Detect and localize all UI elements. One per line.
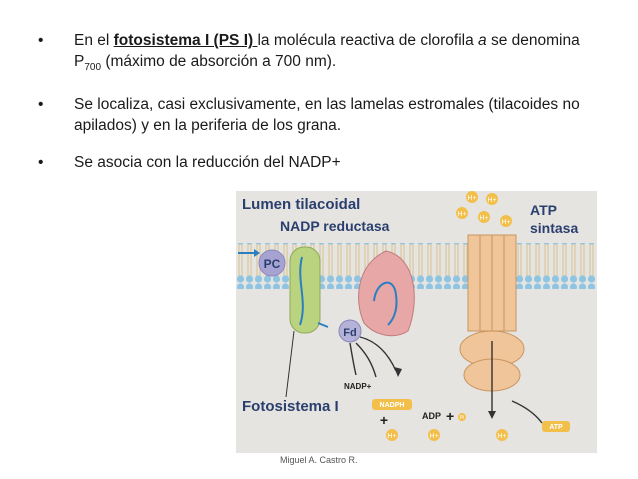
nadph-label: NADPH	[380, 402, 405, 409]
fd-label: Fd	[343, 327, 356, 339]
bullet-text: Se localiza, casi exclusivamente, en las…	[74, 96, 580, 135]
atp-product-label: ATP	[549, 424, 563, 431]
nadp-plus-label: NADP+	[344, 382, 372, 391]
svg-text:H+: H+	[429, 433, 438, 440]
svg-text:H+: H+	[387, 433, 396, 440]
fd-protein	[338, 319, 362, 343]
text-span: se denomina P	[74, 32, 580, 70]
diagram-svg: H+ H+ H+ H+ H+ Lumen tilacoidal NADP red…	[236, 191, 597, 453]
nadp-reductasa-label: NADP reductasa	[280, 218, 390, 234]
bullet-list: • En el fotosistema I (PS I) la molécula…	[38, 30, 598, 189]
bullet-text: Se asocia con la reducción del NADP+	[74, 154, 341, 172]
bullet-item-1: • En el fotosistema I (PS I) la molécula…	[38, 30, 598, 78]
photosystem-i-complex	[289, 246, 321, 334]
atp-badge	[542, 421, 570, 432]
fotosistema-label: Fotosistema I	[242, 398, 339, 415]
pc-label: PC	[264, 257, 281, 271]
bullet-symbol: •	[38, 32, 44, 49]
svg-text:H+: H+	[467, 195, 476, 202]
text-span: la molécula reactiva de clorofila	[257, 32, 479, 49]
bold-underlined-term: fotosistema I (PS I)	[113, 32, 258, 49]
svg-text:H+: H+	[457, 211, 466, 218]
italic-term: a	[478, 32, 487, 49]
text-span: (máximo de absorción a 700 nm).	[101, 53, 337, 70]
plus-sign: +	[380, 412, 388, 428]
text-span: En el	[74, 32, 114, 49]
atp-sintasa-label-1: ATP	[530, 202, 557, 218]
h-plus-cluster-top: H+ H+ H+ H+ H+	[456, 191, 512, 227]
svg-text:H+: H+	[501, 219, 510, 226]
pc-protein	[258, 249, 286, 277]
lumen-label: Lumen tilacoidal	[242, 196, 360, 213]
pi-label: Pi	[460, 415, 464, 421]
footer-credit: Miguel A. Castro R.	[280, 455, 358, 465]
nadp-reductasa-complex	[358, 250, 415, 337]
nadph-badge	[372, 399, 412, 410]
atp-sintasa-complex	[459, 234, 525, 419]
adp-label: ADP	[422, 411, 441, 421]
bullet-symbol: •	[38, 96, 44, 114]
subscript: 700	[84, 62, 102, 74]
photosystem-diagram: H+ H+ H+ H+ H+ Lumen tilacoidal NADP red…	[236, 191, 597, 453]
plus-sign-2: +	[446, 408, 454, 424]
bullet-item-2: • Se localiza, casi exclusivamente, en l…	[38, 94, 598, 136]
bullet-symbol: •	[38, 154, 44, 172]
svg-text:H+: H+	[479, 215, 488, 222]
svg-text:H+: H+	[487, 197, 496, 204]
svg-text:H+: H+	[497, 433, 506, 440]
bullet-item-3: • Se asocia con la reducción del NADP+	[38, 152, 598, 173]
atp-sintasa-label-2: sintasa	[530, 220, 578, 236]
